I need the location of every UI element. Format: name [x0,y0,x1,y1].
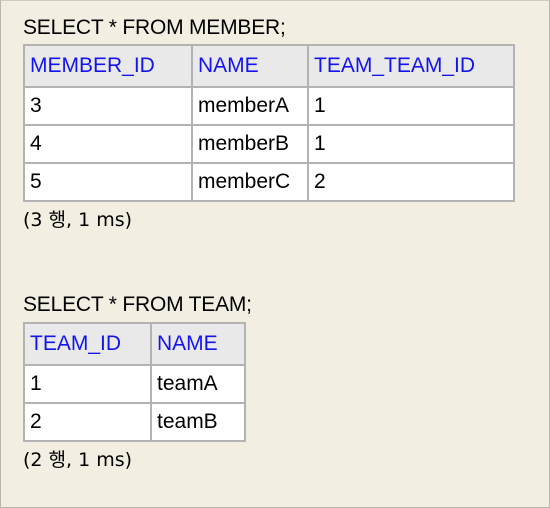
result-table-team: TEAM_ID NAME 1 teamA 2 teamB [23,322,246,442]
table-cell: memberB [191,124,309,164]
column-header[interactable]: TEAM_ID [23,322,152,366]
table-cell: memberC [191,162,309,202]
table-header-row: TEAM_ID NAME [23,322,246,366]
table-cell: 1 [307,86,515,126]
table-cell: 1 [307,124,515,164]
column-header[interactable]: TEAM_TEAM_ID [307,44,515,88]
table-row: 1 teamA [23,364,246,404]
table-cell: 1 [23,364,152,404]
table-row: 2 teamB [23,402,246,442]
column-header[interactable]: NAME [150,322,246,366]
table-cell: 2 [307,162,515,202]
table-cell: 5 [23,162,193,202]
table-cell: teamB [150,402,246,442]
query-result-team: SELECT * FROM TEAM; TEAM_ID NAME 1 teamA… [23,292,252,473]
table-row: 4 memberB 1 [23,124,515,164]
table-row: 5 memberC 2 [23,162,515,202]
column-header[interactable]: NAME [191,44,309,88]
sql-statement: SELECT * FROM TEAM; [23,293,252,316]
sql-statement: SELECT * FROM MEMBER; [23,16,286,39]
table-row: 3 memberA 1 [23,86,515,126]
table-header-row: MEMBER_ID NAME TEAM_TEAM_ID [23,44,515,88]
query-result-member: SELECT * FROM MEMBER; MEMBER_ID NAME TEA… [23,15,515,233]
table-cell: teamA [150,364,246,404]
result-summary: (3 행, 1 ms) [23,209,133,231]
result-table-member: MEMBER_ID NAME TEAM_TEAM_ID 3 memberA 1 … [23,44,515,202]
table-cell: memberA [191,86,309,126]
column-header[interactable]: MEMBER_ID [23,44,193,88]
table-cell: 2 [23,402,152,442]
table-cell: 4 [23,124,193,164]
result-summary: (2 행, 1 ms) [23,449,133,471]
table-cell: 3 [23,86,193,126]
